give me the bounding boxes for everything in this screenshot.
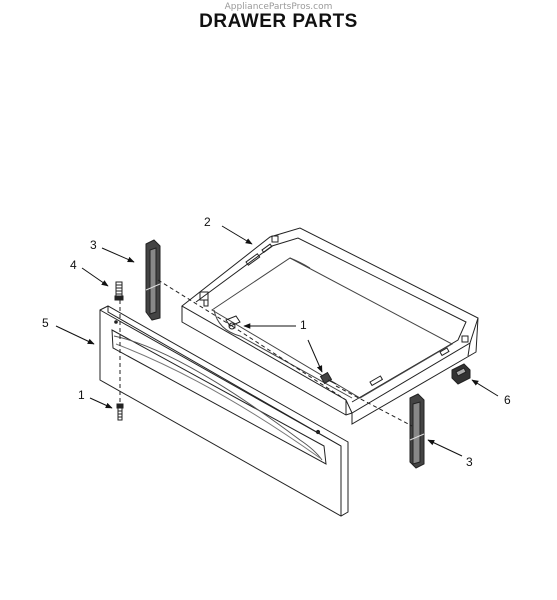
callout-part-6: 6 — [504, 393, 511, 407]
callout-part-1-left: 1 — [78, 388, 85, 402]
callout-part-3-right: 3 — [466, 455, 473, 469]
leader-lines — [55, 225, 499, 457]
screw-part-1-lower — [319, 371, 337, 385]
clip-part-6 — [451, 363, 471, 385]
callout-part-4: 4 — [70, 258, 77, 272]
screw-part-4 — [114, 281, 124, 301]
callout-part-1-center: 1 — [300, 318, 307, 332]
callout-part-5: 5 — [42, 316, 49, 330]
right-glide — [409, 393, 425, 469]
watermark: AppliancePartsPros.com — [224, 2, 333, 12]
drawer-front-panel — [99, 305, 349, 517]
callout-part-2: 2 — [204, 215, 211, 229]
callout-part-3-left: 3 — [90, 238, 97, 252]
screw-part-1-left — [116, 403, 124, 421]
left-glide — [145, 239, 161, 321]
page-title: DRAWER PARTS — [199, 11, 358, 32]
drawer-body — [181, 227, 479, 425]
alignment-lines — [119, 279, 413, 427]
